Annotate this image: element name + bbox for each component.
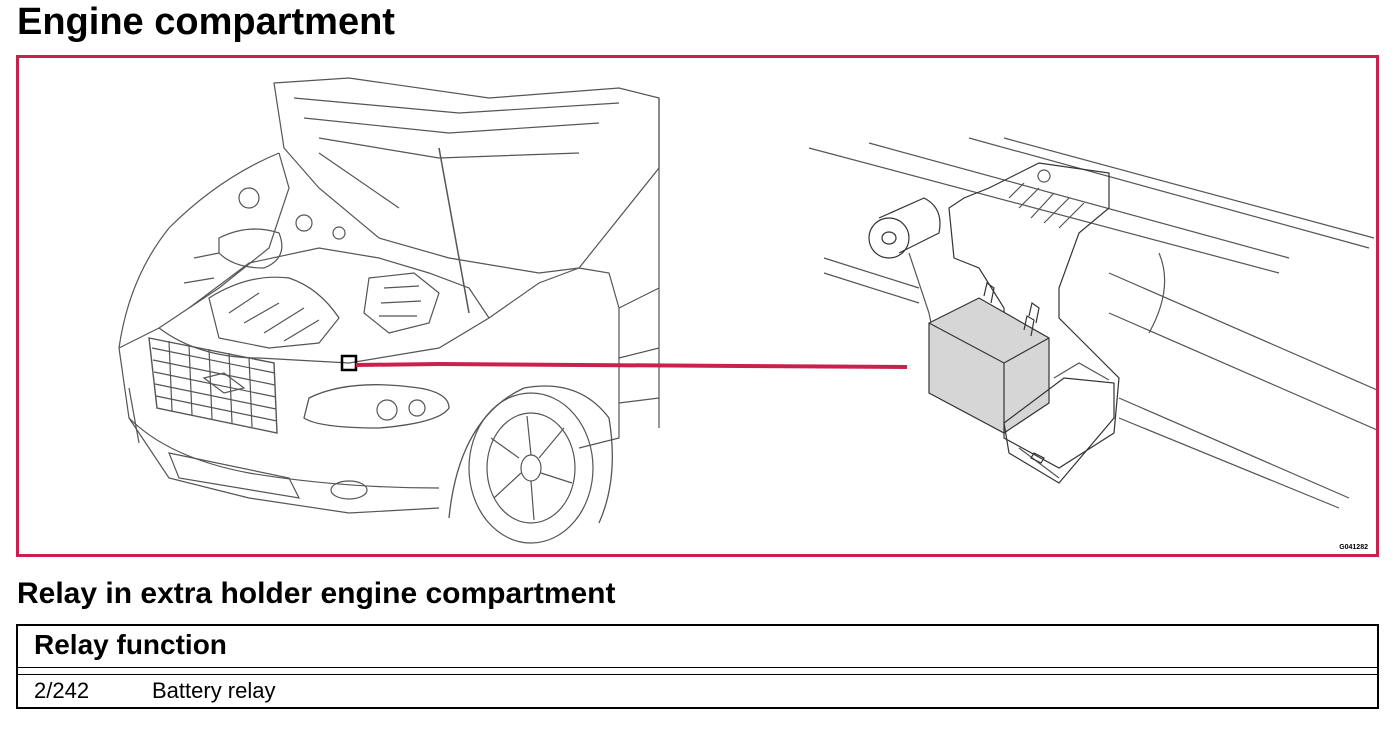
table-header-label: Relay function: [34, 629, 227, 660]
relay-table: Relay function 2/242 Battery relay: [16, 624, 1379, 709]
table-header: Relay function: [18, 626, 1377, 668]
table-divider: [18, 674, 1377, 675]
relay-code: 2/242: [34, 678, 90, 703]
car-drawing: [118, 77, 660, 544]
figure-code: G041282: [1339, 544, 1368, 551]
table-row: 2/242 Battery relay: [18, 675, 1377, 707]
figure-frame: G041282: [16, 55, 1379, 557]
relay-holder-drawing: [808, 137, 1376, 509]
engine-compartment-illustration: [118, 77, 1376, 544]
section-title: Relay in extra holder engine compartment: [17, 577, 616, 610]
pointer-line: [355, 361, 908, 369]
page-title: Engine compartment: [17, 1, 395, 43]
relay-function: Battery relay: [152, 678, 276, 703]
